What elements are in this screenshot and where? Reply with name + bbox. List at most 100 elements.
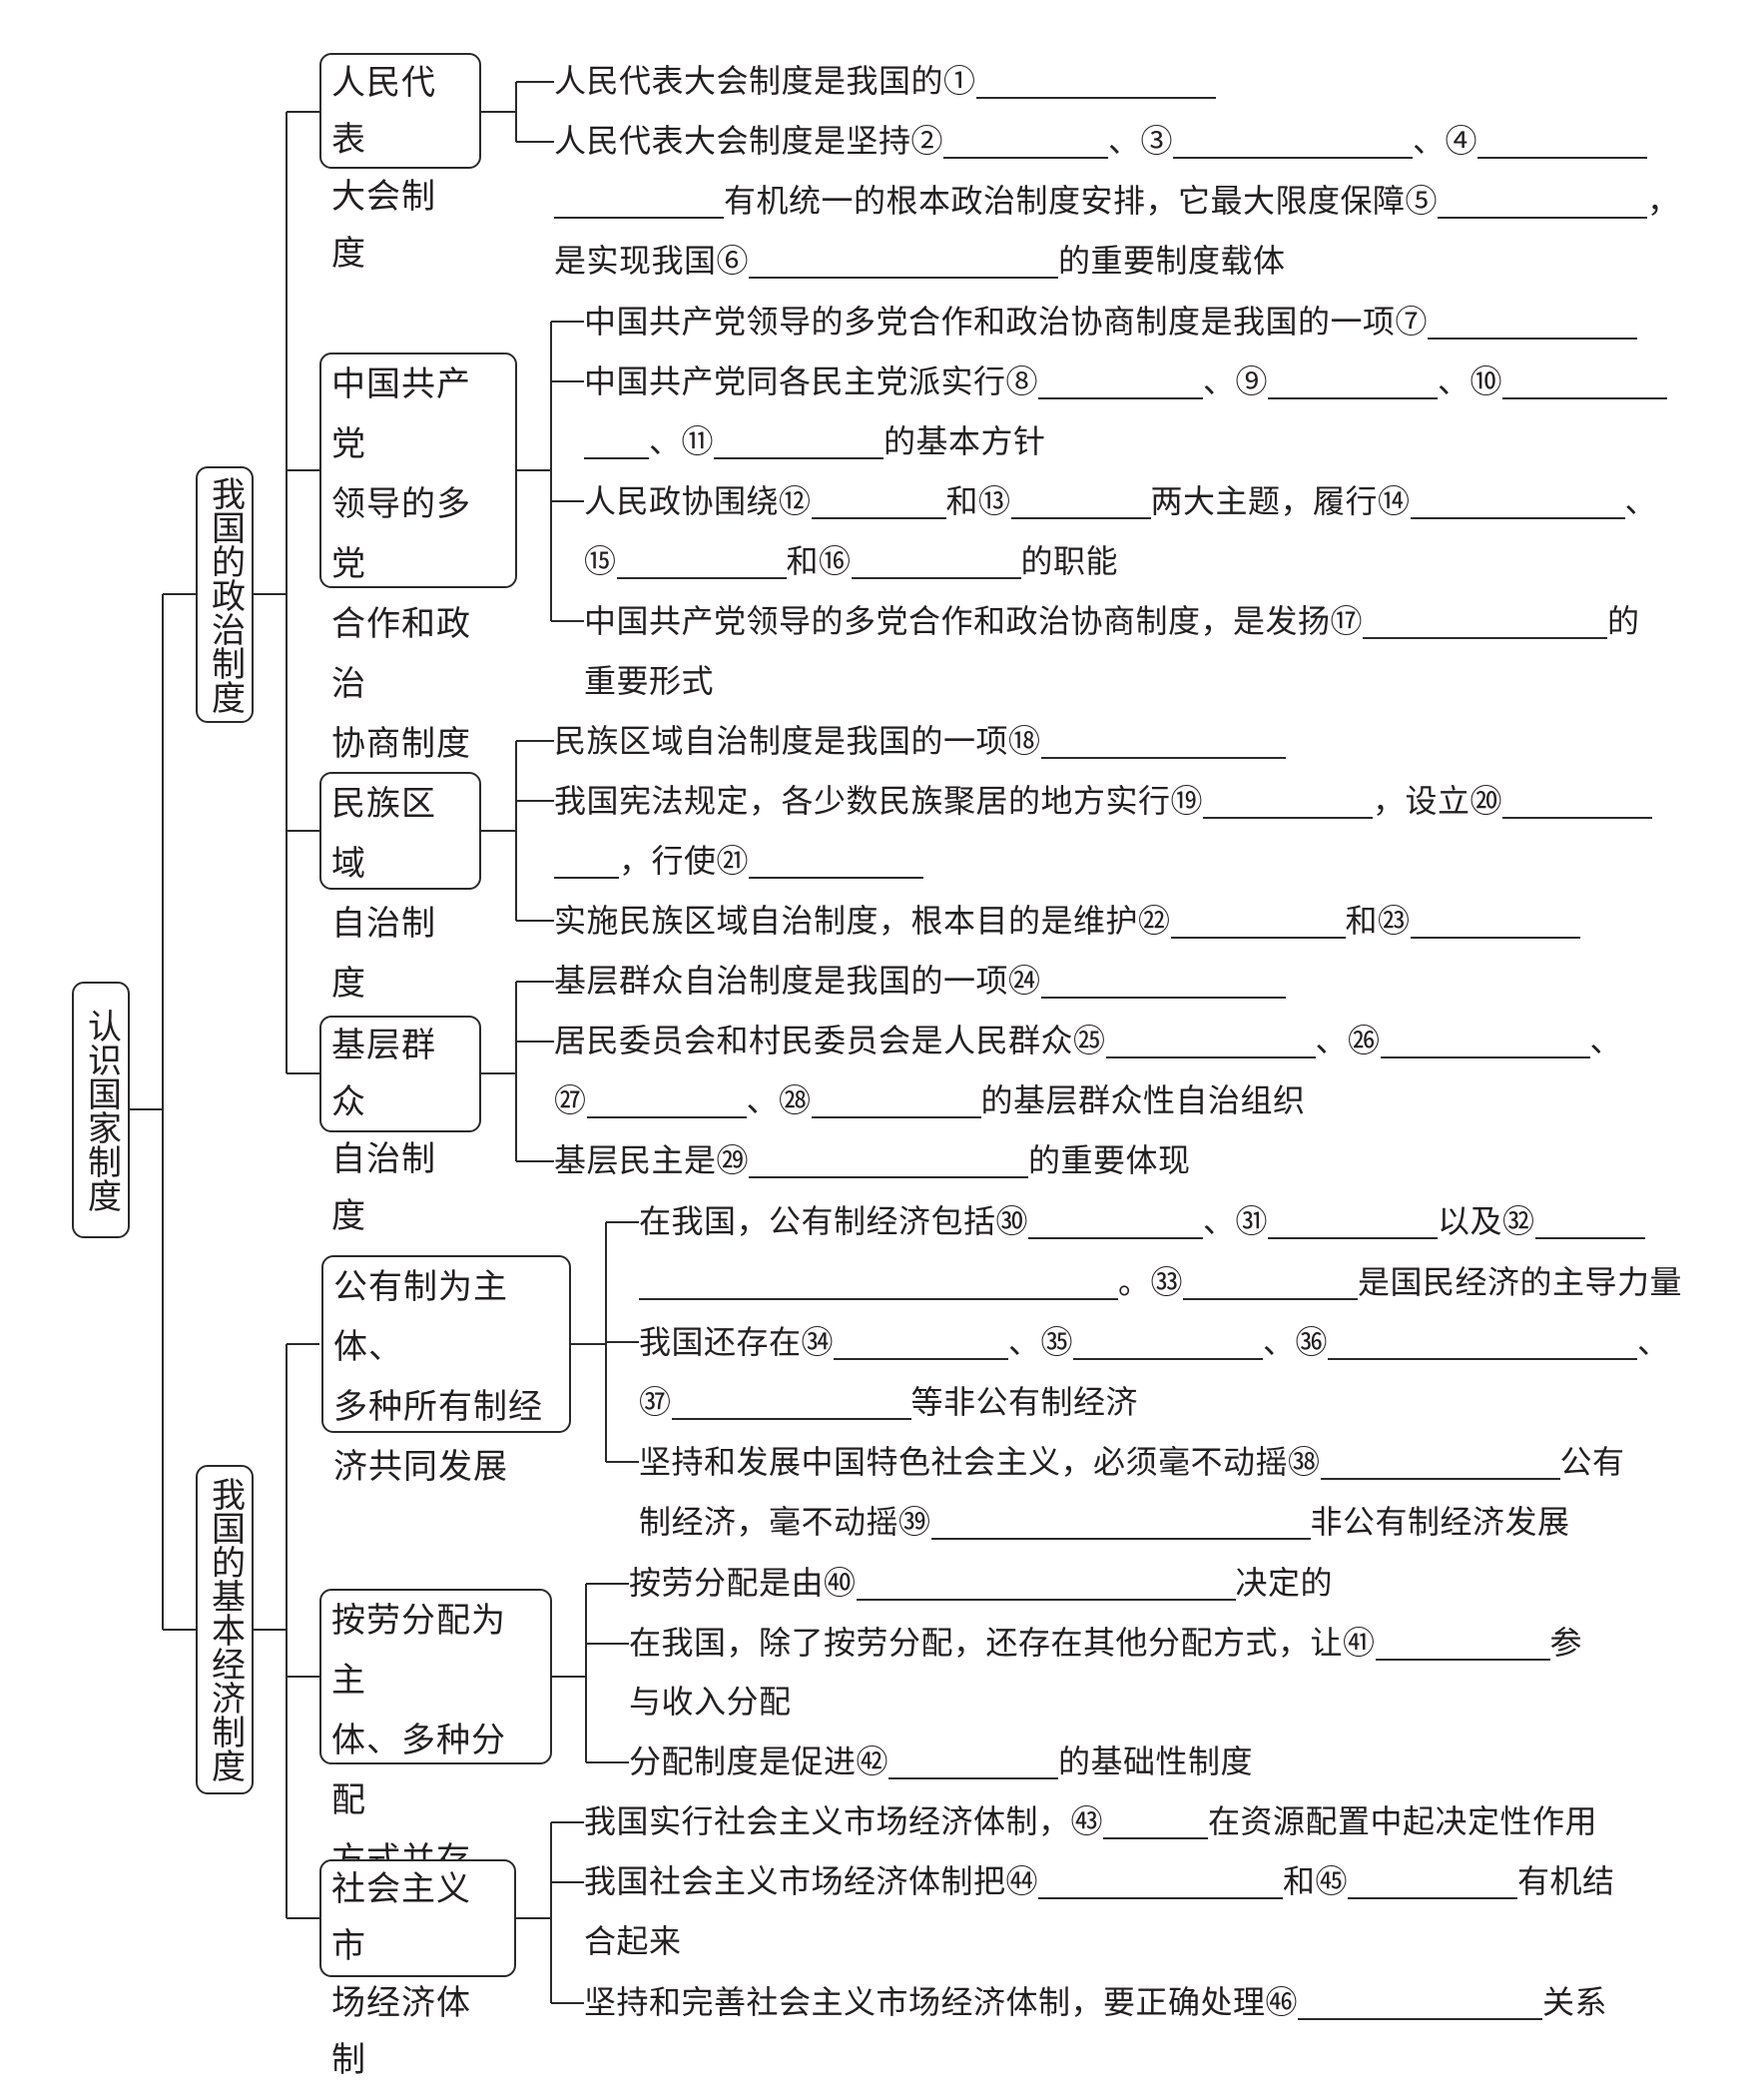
- answer-blank[interactable]: [834, 1322, 1009, 1360]
- answer-blank[interactable]: [1040, 721, 1286, 759]
- branch-economic-system: 我国的基本经济制度: [196, 1465, 254, 1794]
- answer-blank[interactable]: [671, 1382, 911, 1420]
- answer-blank[interactable]: [1268, 361, 1439, 399]
- answer-blank[interactable]: [1105, 1021, 1316, 1058]
- line-text: 和㉓: [1345, 902, 1411, 940]
- answer-blank[interactable]: [943, 121, 1109, 159]
- answer-blank[interactable]: [1183, 1262, 1359, 1300]
- answer-blank[interactable]: [1103, 1801, 1209, 1839]
- answer-blank[interactable]: [1348, 1861, 1518, 1899]
- line-text: 以及㉜: [1438, 1202, 1535, 1240]
- answer-blank[interactable]: [888, 1742, 1059, 1779]
- fill-line-0-2-1: 我国宪法规定，各少数民族聚居的地方实行⑲，设立⑳: [554, 777, 1653, 825]
- answer-blank[interactable]: [856, 1563, 1236, 1601]
- answer-blank[interactable]: [1040, 961, 1286, 999]
- line-text: 中国共产党领导的多党合作和政治协商制度，是发扬⑰: [584, 602, 1364, 640]
- answer-blank[interactable]: [1375, 1623, 1550, 1661]
- line-text: 、③: [1108, 122, 1174, 160]
- answer-blank[interactable]: [1438, 181, 1648, 219]
- answer-blank[interactable]: [811, 481, 946, 519]
- fill-line-0-3-0: 基层群众自治制度是我国的一项㉔: [554, 957, 1286, 1005]
- line-text: 人民政协围绕⑫: [584, 482, 812, 520]
- line-text: 的: [1607, 602, 1640, 640]
- answer-blank[interactable]: [1010, 481, 1151, 519]
- answer-blank[interactable]: [1038, 1861, 1284, 1899]
- line-text: 的职能: [1020, 542, 1119, 580]
- line-text: 、㉟: [1008, 1323, 1074, 1361]
- line-text: 的基层群众性自治组织: [980, 1081, 1306, 1119]
- node-market-economy: 社会主义市 场经济体制: [319, 1859, 516, 2080]
- answer-blank[interactable]: [586, 1080, 747, 1118]
- answer-blank[interactable]: [554, 181, 724, 219]
- answer-blank[interactable]: [975, 61, 1216, 99]
- answer-blank[interactable]: [1038, 361, 1204, 399]
- line-text: 在我国，公有制经济包括㉚: [639, 1202, 1029, 1240]
- answer-blank[interactable]: [749, 1140, 1029, 1178]
- line-text: ㊲: [639, 1383, 672, 1421]
- line-text: 居民委员会和村民委员会是人民群众㉕: [554, 1022, 1106, 1059]
- line-text: 人民代表大会制度是我国的①: [554, 62, 976, 100]
- answer-blank[interactable]: [811, 1080, 981, 1118]
- root-box: 认识国家制度: [72, 982, 130, 1238]
- answer-blank[interactable]: [1320, 1442, 1560, 1480]
- node-ownership-system: 公有制为主体、 多种所有制经 济共同发展: [321, 1255, 571, 1487]
- answer-blank[interactable]: [1410, 481, 1625, 519]
- line-text: 我国还存在㉞: [639, 1323, 835, 1361]
- answer-blank[interactable]: [930, 1502, 1311, 1540]
- fill-line-0-1-5: 中国共产党领导的多党合作和政治协商制度，是发扬⑰ 的: [584, 597, 1640, 645]
- answer-blank[interactable]: [1298, 1982, 1543, 2020]
- fill-line-1-2-2: 合起来: [584, 1917, 682, 1965]
- answer-blank[interactable]: [1502, 361, 1668, 399]
- answer-blank[interactable]: [749, 241, 1059, 279]
- answer-blank[interactable]: [1534, 1201, 1645, 1239]
- answer-blank[interactable]: [1268, 1201, 1439, 1239]
- line-text: 制经济，毫不动摇㊴: [639, 1503, 931, 1541]
- answer-blank[interactable]: [1328, 1322, 1638, 1360]
- line-text: 实施民族区域自治制度，根本目的是维护㉒: [554, 902, 1171, 940]
- answer-blank[interactable]: [851, 541, 1021, 579]
- line-text: 、㊱: [1263, 1323, 1329, 1361]
- line-text: 按劳分配是由㊵: [629, 1564, 857, 1602]
- answer-blank[interactable]: [1380, 1021, 1590, 1058]
- line-text: 的基本方针: [883, 422, 1046, 460]
- answer-blank[interactable]: [1073, 1322, 1264, 1360]
- line-text: 在我国，除了按劳分配，还存在其他分配方式，让㊶: [629, 1624, 1376, 1662]
- fill-line-0-0-0: 人民代表大会制度是我国的①: [554, 57, 1216, 105]
- line-text: 、: [1637, 1323, 1670, 1361]
- answer-blank[interactable]: [1170, 901, 1346, 939]
- node-distribution-system: 按劳分配为主 体、多种分配 方式并存: [319, 1589, 552, 1880]
- line-text: 参: [1549, 1624, 1583, 1662]
- answer-blank[interactable]: [1428, 302, 1638, 340]
- answer-blank[interactable]: [1203, 781, 1374, 819]
- answer-blank[interactable]: [714, 421, 884, 459]
- line-text: 、㉘: [746, 1081, 812, 1119]
- fill-line-0-0-2: 有机统一的根本政治制度安排，它最大限度保障⑤，: [554, 177, 1680, 225]
- line-text: 坚持和完善社会主义市场经济体制，要正确处理㊻: [584, 1983, 1299, 2021]
- answer-blank[interactable]: [584, 421, 649, 459]
- line-text: ⑮: [584, 542, 617, 580]
- answer-blank[interactable]: [1028, 1201, 1204, 1239]
- answer-blank[interactable]: [1477, 121, 1648, 159]
- line-text: 非公有制经济发展: [1310, 1503, 1570, 1541]
- answer-blank[interactable]: [554, 841, 619, 879]
- answer-blank[interactable]: [616, 541, 787, 579]
- answer-blank[interactable]: [1173, 121, 1414, 159]
- line-text: 公有: [1559, 1443, 1625, 1481]
- answer-blank[interactable]: [749, 841, 924, 879]
- answer-blank[interactable]: [1502, 781, 1653, 819]
- line-text: 有机统一的根本政治制度安排，它最大限度保障⑤: [724, 182, 1439, 220]
- fill-line-0-1-0: 中国共产党领导的多党合作和政治协商制度是我国的一项⑦: [584, 298, 1638, 346]
- answer-blank[interactable]: [1363, 601, 1608, 639]
- fill-line-0-1-6: 重要形式: [584, 657, 714, 705]
- answer-blank[interactable]: [639, 1262, 1118, 1300]
- answer-blank[interactable]: [1410, 901, 1580, 939]
- line-text: 和⑬: [945, 482, 1011, 520]
- line-text: ，行使㉑: [619, 842, 750, 880]
